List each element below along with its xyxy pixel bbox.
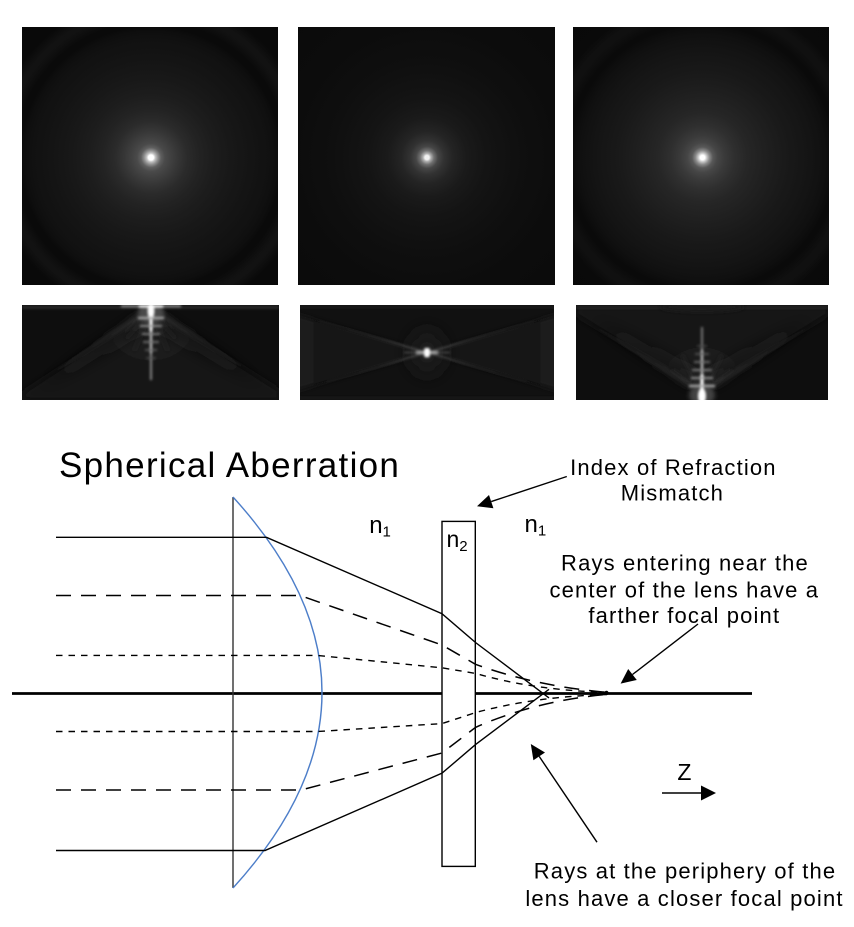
svg-text:Rays entering near the: Rays entering near the — [561, 550, 809, 575]
svg-text:n1: n1 — [525, 511, 547, 540]
svg-text:center of the lens have a: center of the lens have a — [549, 577, 819, 602]
svg-text:Spherical Aberration: Spherical Aberration — [59, 446, 400, 485]
svg-text:Index of Refraction: Index of Refraction — [570, 455, 777, 480]
svg-text:Z: Z — [677, 759, 691, 785]
svg-text:farther focal point: farther focal point — [588, 603, 780, 628]
svg-text:n1: n1 — [369, 512, 391, 541]
svg-text:Mismatch: Mismatch — [621, 481, 724, 506]
svg-text:lens have a closer focal point: lens have a closer focal point — [525, 886, 843, 911]
svg-text:Rays at the periphery of the: Rays at the periphery of the — [534, 859, 836, 884]
